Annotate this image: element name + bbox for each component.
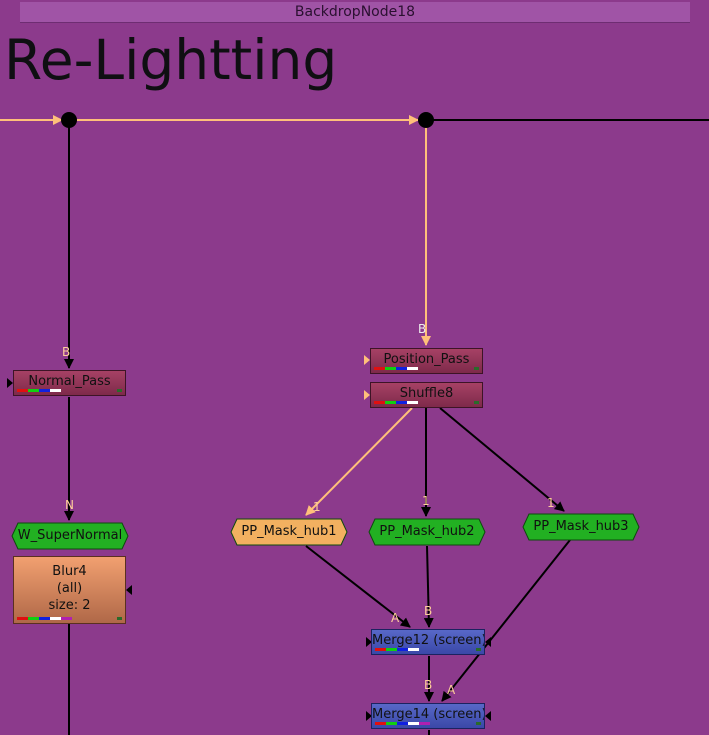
node-position-pass-label: Position_Pass [383,352,470,367]
pipe-hub1-to-merge12-a [305,545,411,628]
node-pp-mask-hub3[interactable]: PP_Mask_hub3 [522,513,640,541]
blur4-mask-arrow [126,585,132,595]
input-label-hub3: 1 [547,496,555,510]
pipe-hub2-to-merge12-b [423,545,434,628]
pipe-shuffle-to-hub3 [439,407,565,512]
input-label-normal-b: B [62,345,71,359]
input-label-merge14-a: A [447,683,456,697]
backdrop-title: Re-Lightting [4,28,338,92]
input-label-hub1: 1 [313,500,321,514]
node-shuffle8-label: Shuffle8 [399,386,454,401]
backdrop-header[interactable]: BackdropNode18 [20,2,690,23]
channel-strip [375,722,430,725]
input-label-position-b: B [418,322,427,336]
node-pp-mask-hub2-label: PP_Mask_hub2 [379,524,475,539]
channel-strip [375,648,419,651]
node-normal-pass-label: Normal_Pass [28,374,111,389]
node-position-pass[interactable]: Position_Pass [370,348,483,374]
merge14-output-arrow [485,711,491,721]
node-shuffle8[interactable]: Shuffle8 [370,382,483,408]
input-label-supernormal-n: N [65,498,74,512]
node-indicator [474,367,479,370]
channel-strip [17,389,61,392]
dot-node-2[interactable] [418,112,434,128]
input-label-merge12-a: A [391,611,400,625]
node-merge12-label: Merge12 (screen) [372,633,485,648]
node-indicator [476,722,481,725]
node-merge14[interactable]: Merge14 (screen) [371,703,485,729]
dot-node-1[interactable] [61,112,77,128]
channel-strip [374,367,418,370]
input-label-merge12-b: B [424,604,433,618]
input-label-merge14-b: B [424,678,433,692]
node-indicator [476,648,481,651]
blur4-channels: (all) [56,581,83,596]
merge12-output-arrow [485,637,491,647]
hub-shape [230,518,348,546]
node-indicator [117,617,122,620]
input-label-hub2: 1 [422,494,430,508]
blur4-size: size: 2 [48,598,91,613]
node-w-supernormal-label: W_SuperNormal [17,528,123,543]
node-pp-mask-hub1-label: PP_Mask_hub1 [241,524,337,539]
node-indicator [117,389,122,392]
hub-shape [11,522,129,550]
channel-strip [374,401,418,404]
hub-shape [522,513,640,541]
node-pp-mask-hub1[interactable]: PP_Mask_hub1 [230,518,348,546]
pipe-shuffle-to-hub1 [305,407,413,516]
node-indicator [474,401,479,404]
blur4-name: Blur4 [52,564,87,579]
merge12-mask-arrow [366,637,372,647]
normal-pass-input-arrow [7,378,13,388]
node-blur4[interactable]: Blur4 (all) size: 2 [13,556,126,624]
node-w-supernormal[interactable]: W_SuperNormal [11,522,129,550]
merge14-mask-arrow [366,711,372,721]
hub-shape [368,518,486,546]
node-merge12[interactable]: Merge12 (screen) [371,629,485,655]
channel-strip [17,617,72,620]
node-normal-pass[interactable]: Normal_Pass [13,370,126,396]
pipe-hub3-to-merge14-a [441,539,571,702]
node-pp-mask-hub3-label: PP_Mask_hub3 [533,519,629,534]
node-merge14-label: Merge14 (screen) [372,707,485,722]
position-pass-input-arrow [364,355,370,365]
node-pp-mask-hub2[interactable]: PP_Mask_hub2 [368,518,486,546]
shuffle8-input-arrow [364,390,370,400]
